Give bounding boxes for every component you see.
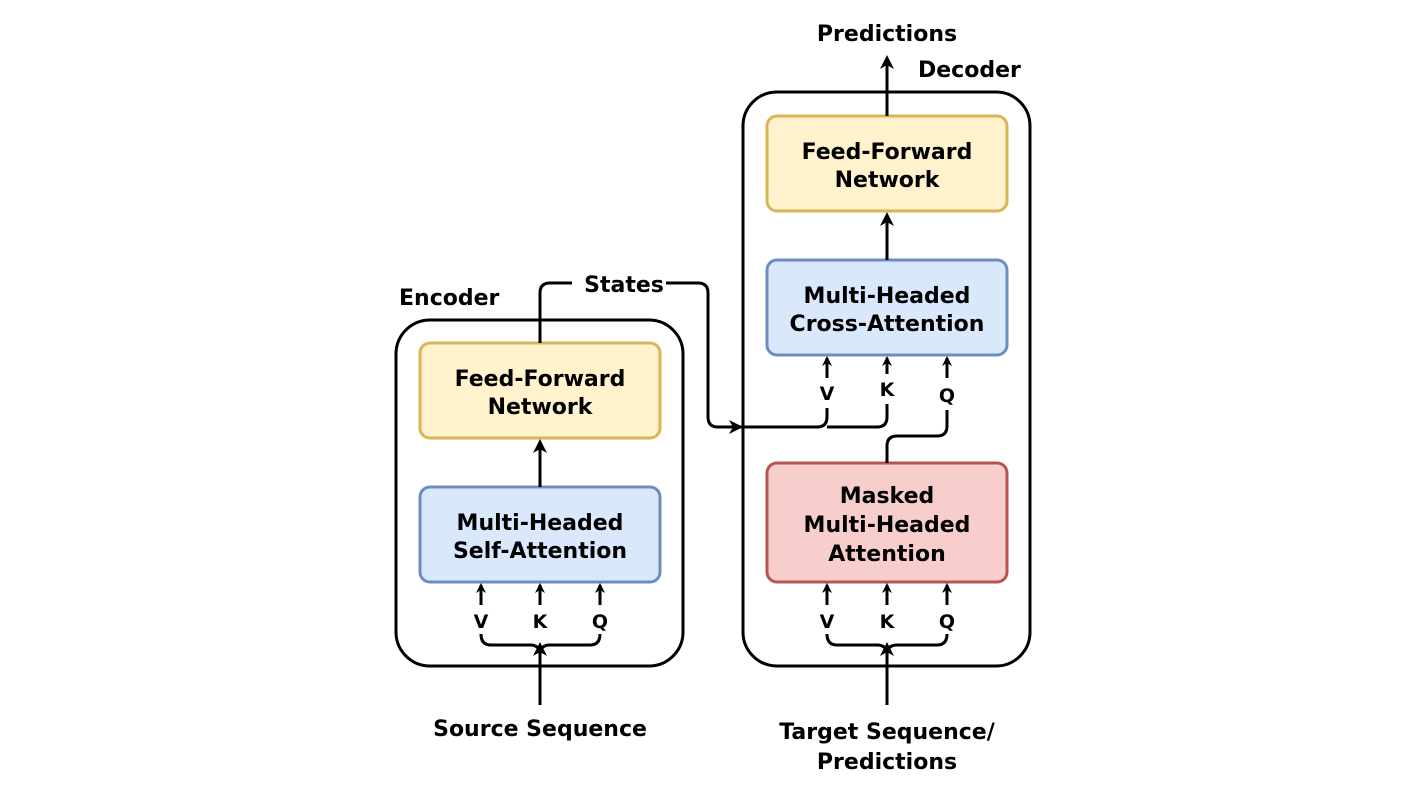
masked-k-label: K <box>880 611 896 633</box>
encoder-self-attention-line1: Multi-Headed <box>457 511 624 536</box>
encoder-ffn-line2: Network <box>488 395 594 420</box>
masked-to-cross-q-line <box>885 410 949 463</box>
encoder-v-label: V <box>474 611 489 633</box>
decoder-cross-qkv-inputs: V K Q <box>740 356 955 463</box>
decoder-cross-attention-box: Multi-Headed Cross-Attention <box>765 258 1009 357</box>
decoder-cross-attention-line1: Multi-Headed <box>804 284 971 309</box>
decoder-cross-attention-line2: Cross-Attention <box>790 312 985 337</box>
masked-q-label: Q <box>939 611 955 633</box>
decoder-masked-qkv-inputs: V K Q <box>820 583 955 705</box>
decoder-masked-attention-line1: Masked <box>840 484 935 509</box>
encoder-self-attention-box: Multi-Headed Self-Attention <box>418 485 662 584</box>
states-label: States <box>584 273 664 298</box>
encoder-q-label: Q <box>592 611 608 633</box>
masked-v-label: V <box>820 611 835 633</box>
decoder-masked-attention-line3: Attention <box>828 542 945 567</box>
decoder-masked-attention-line2: Multi-Headed <box>804 513 971 538</box>
source-sequence-label: Source Sequence <box>433 717 647 742</box>
cross-vk-bracket <box>740 404 889 429</box>
encoder-label: Encoder <box>399 286 500 311</box>
cross-v-label: V <box>820 383 835 405</box>
encoder-k-label: K <box>533 611 549 633</box>
decoder-label: Decoder <box>918 58 1021 83</box>
decoder-ffn-line1: Feed-Forward <box>802 140 973 165</box>
encoder-ffn-line1: Feed-Forward <box>455 367 626 392</box>
cross-k-label: K <box>880 379 896 401</box>
decoder-ffn-line2: Network <box>835 168 941 193</box>
encoder-self-attention-line2: Self-Attention <box>453 539 627 564</box>
predictions-output-label: Predictions <box>817 22 957 47</box>
decoder-masked-attention-box: Masked Multi-Headed Attention <box>765 461 1009 584</box>
decoder-ffn-box: Feed-Forward Network <box>765 114 1009 213</box>
target-sequence-label-line1: Target Sequence/ <box>779 720 995 745</box>
states-connector-right <box>666 281 743 434</box>
states-connector <box>538 281 572 343</box>
encoder-ffn-box: Feed-Forward Network <box>418 341 662 440</box>
cross-q-label: Q <box>939 385 955 407</box>
target-sequence-label-line2: Predictions <box>817 750 957 775</box>
encoder-qkv-inputs: V K Q <box>474 583 608 705</box>
